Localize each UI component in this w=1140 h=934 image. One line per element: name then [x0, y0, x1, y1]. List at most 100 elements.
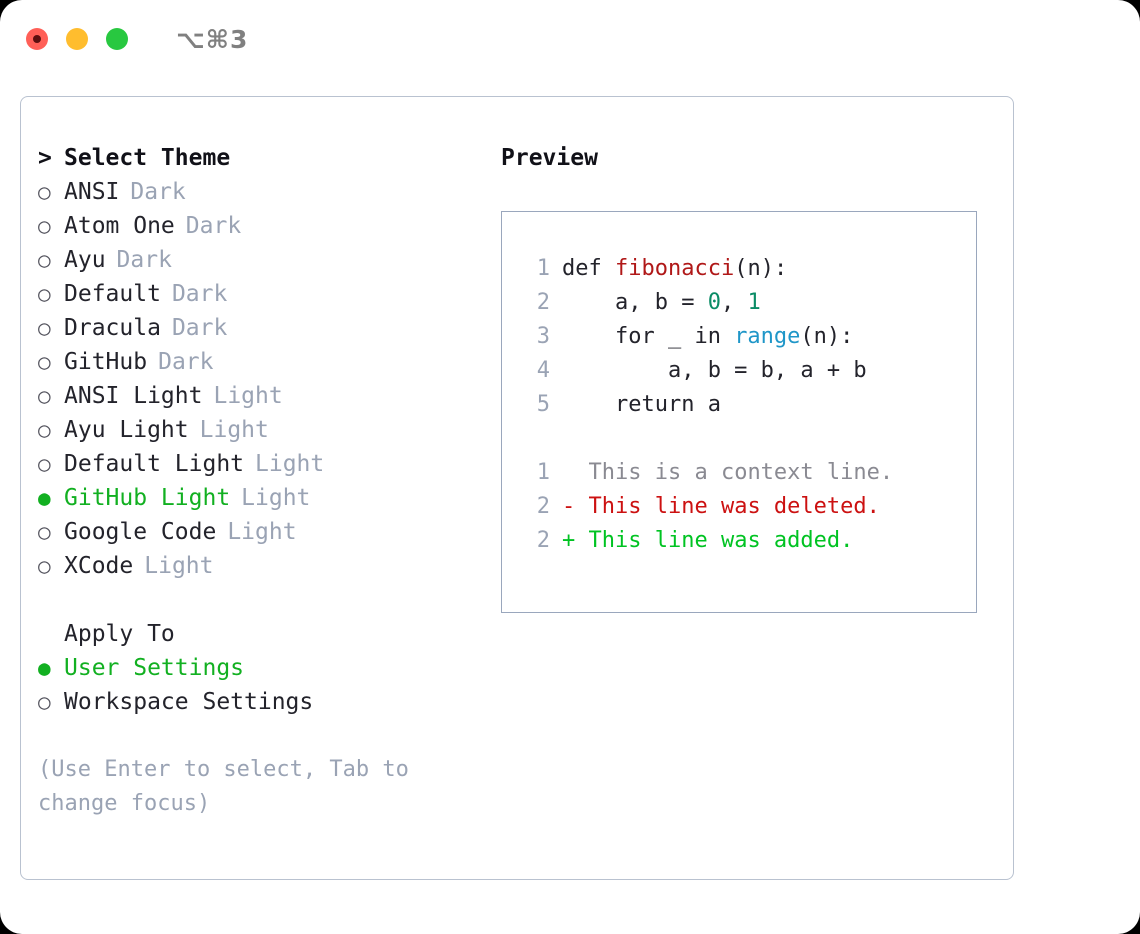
code-line-content: for _ in range(n): [562, 320, 853, 354]
code-line-content: a, b = 0, 1 [562, 286, 761, 320]
code-line-number: 4 [536, 358, 550, 383]
select-theme-header-label: Select Theme [64, 145, 231, 171]
theme-category-tag: Light [255, 451, 325, 477]
radio-selected-icon: ● [38, 486, 51, 510]
code-line: 4 a, b = b, a + b [520, 354, 976, 388]
diff-marker [562, 456, 589, 490]
code-line: 2 a, b = 0, 1 [520, 286, 976, 320]
apply-to-label: Workspace Settings [64, 689, 314, 715]
diff-line-number: 2 [536, 528, 550, 553]
radio-unselected-icon: ○ [38, 214, 51, 238]
theme-name-label: Atom One [64, 213, 175, 239]
theme-name-label: ANSI Light [64, 383, 203, 409]
code-line: 3 for _ in range(n): [520, 320, 976, 354]
code-token: (n): [734, 256, 788, 281]
apply-to-header: ○Apply To [38, 617, 488, 651]
code-line-content: def fibonacci(n): [562, 252, 787, 286]
code-line: 1 def fibonacci(n): [520, 252, 976, 286]
theme-category-tag: Dark [158, 349, 214, 375]
radio-unselected-icon: ○ [38, 248, 51, 272]
apply-to-label: User Settings [64, 655, 245, 681]
radio-unselected-icon: ○ [38, 690, 51, 714]
title-bar: ⌥⌘3 [0, 0, 1140, 78]
radio-unselected-icon: ○ [38, 452, 51, 476]
window-controls [26, 28, 128, 50]
radio-unselected-icon: ○ [38, 180, 51, 204]
code-token: (n): [800, 324, 854, 349]
apply-to-header-label: Apply To [64, 621, 175, 647]
theme-list-item[interactable]: ○ Atom One Dark [38, 209, 488, 243]
theme-name-label: Dracula [64, 315, 161, 341]
apply-to-marker-placeholder: ○ [38, 617, 64, 651]
theme-category-tag: Light [241, 485, 311, 511]
diff-line: 2+ This line was added. [520, 524, 976, 558]
code-line-number: 5 [536, 392, 550, 417]
theme-category-tag: Dark [185, 213, 242, 239]
apply-to-item[interactable]: ○ Workspace Settings [38, 685, 488, 719]
code-token: 1 [747, 290, 761, 315]
theme-category-tag: Dark [171, 281, 228, 307]
code-token: a, b = b, a + b [562, 358, 867, 383]
theme-category-tag: Dark [171, 315, 228, 341]
radio-unselected-icon: ○ [38, 554, 51, 578]
theme-category-tag: Light [227, 519, 297, 545]
theme-name-label: GitHub [64, 349, 148, 375]
diff-line: 2- This line was deleted. [520, 490, 976, 524]
theme-list-item[interactable]: ○ Default Light Light [38, 447, 488, 481]
code-token: for _ in [562, 324, 735, 349]
diff-line-text: This line was deleted. [588, 494, 880, 519]
theme-list-item[interactable]: ● GitHub Light Light [38, 481, 488, 515]
theme-name-label: XCode [64, 553, 134, 579]
code-line: 5 return a [520, 388, 976, 422]
list-gap [38, 583, 488, 617]
radio-unselected-icon: ○ [38, 350, 51, 374]
theme-category-tag: Light [213, 383, 283, 409]
diff-line-number: 1 [536, 460, 550, 485]
diff-marker: - [562, 494, 589, 519]
radio-unselected-icon: ○ [38, 418, 51, 442]
radio-selected-icon: ● [38, 656, 51, 680]
theme-name-label: Default Light [64, 451, 245, 477]
theme-name-label: Ayu [64, 247, 106, 273]
prompt-caret-icon: > [38, 145, 52, 171]
code-token: fibonacci [614, 256, 735, 281]
keyboard-shortcut-label: ⌥⌘3 [176, 24, 249, 54]
code-token: , [720, 290, 748, 315]
diff-line-text: This line was added. [588, 528, 854, 553]
apply-to-item[interactable]: ● User Settings [38, 651, 488, 685]
close-button[interactable] [26, 28, 48, 50]
code-line-number: 1 [536, 256, 550, 281]
minimize-button[interactable] [66, 28, 88, 50]
radio-unselected-icon: ○ [38, 520, 51, 544]
keyboard-hint-text: (Use Enter to select, Tab to change focu… [38, 757, 423, 816]
theme-list-item[interactable]: ○ GitHub Dark [38, 345, 488, 379]
code-token: return a [562, 392, 721, 417]
code-token: def [562, 256, 615, 281]
code-line-number: 3 [536, 324, 550, 349]
diff-line-text: This is a context line. [588, 460, 894, 485]
zoom-button[interactable] [106, 28, 128, 50]
apply-to-list: ● User Settings ○ Workspace Settings [38, 651, 488, 719]
code-token: 0 [707, 290, 721, 315]
preview-title: Preview [501, 145, 598, 171]
theme-name-label: Google Code [64, 519, 217, 545]
theme-name-label: GitHub Light [64, 485, 231, 511]
code-line-content: return a [562, 388, 721, 422]
theme-category-tag: Dark [130, 179, 186, 205]
diff-line-number: 2 [536, 494, 550, 519]
theme-name-label: Ayu Light [64, 417, 189, 443]
theme-list-item[interactable]: ○ Google Code Light [38, 515, 488, 549]
